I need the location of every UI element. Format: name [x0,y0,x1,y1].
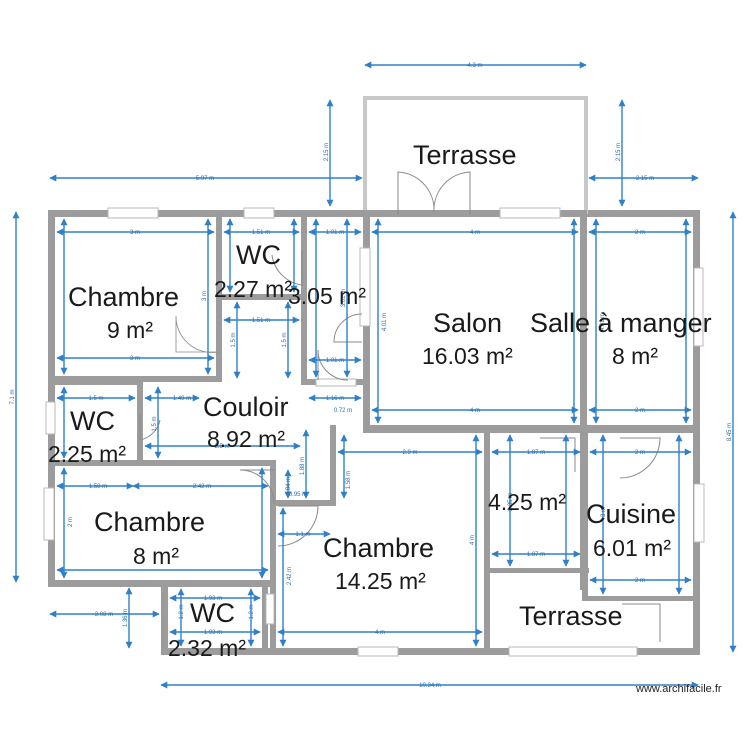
dim-couloir-w: 1.49 m [173,396,191,402]
salon-name: Salon [433,308,502,338]
salon-area: 16.03 m² [422,343,513,369]
dimension-labels: 4.3 m 5.97 m 2.15 m 2.15 m 2.15 m 7.1 m … [10,63,733,689]
cuisine-area: 6.01 m² [593,535,671,561]
dim-couloir-strip: 1.16 m [326,396,344,402]
dim-area305-h: 3.01 m [341,289,347,307]
area-305-value: 3.05 m² [288,283,366,309]
cuisine-name: Cuisine [586,499,676,529]
dimension-lines [12,61,737,689]
dim-sam-w: 2 m [635,230,645,236]
dim-chambre3-hl: 1.58 m [346,471,352,489]
dim-wc1-w: 1.51 m [252,230,270,236]
wc-3-name: WC [190,598,235,628]
terrasse-2-name: Terrasse [519,601,623,631]
dim-wc3-w-bottom: 1.93 m [204,630,222,636]
dim-chambre1-h: 3 m [202,291,208,301]
dim-corridor-b: 0.95 m [289,492,307,498]
dim-couloir-long: 2.5 m [214,444,229,450]
wc-2-name: WC [70,406,115,436]
dim-salon-w-bottom: 4 m [470,408,480,414]
dim-cuisine-w: 2 m [635,450,645,456]
dim-salon-w: 4 m [470,230,480,236]
dim-chambre3-w-bottom: 4 m [375,630,385,636]
dim-chambre3-h: 4 m [470,535,476,545]
dim-couloir-small: 0.72 m [334,408,352,414]
chambre-1-name: Chambre [68,282,179,312]
wc-1-name: WC [236,240,281,270]
dim-total-height-right: 8.45 m [727,423,733,441]
dim-chambre1-w: 3 m [130,230,140,236]
salle-a-manger-area: 8 m² [612,343,658,369]
dim-chambre3-h2: 2.42 m [287,567,293,585]
chambre-3-name: Chambre [323,533,434,563]
dim-cuisine-h: 3 m [601,507,607,517]
dim-total-height-left: 7.1 m [10,389,16,404]
dim-corridor-c: 1.88 m [300,457,306,475]
dim-area305-w: 1.01 m [326,230,344,236]
dim-wc3-h2: 1.2 m [249,604,255,619]
dim-couloir-h: 1.5 m [282,332,288,347]
wc-3-area: 2.32 m² [168,635,246,661]
dim-terrasse-depth-right: 2.15 m [616,143,622,161]
room-labels: Terrasse Chambre 9 m² WC 2.27 m² 3.05 m²… [48,140,712,661]
chambre-3-area: 14.25 m² [335,568,426,594]
dim-chambre2-w-left: 1.58 m [89,484,107,490]
dim-offset-bottom-left: 2.08 m [95,612,113,618]
dim-left-width: 5.97 m [196,176,214,182]
dim-salon-h: 4.01 m [382,313,388,331]
terrasse-1-name: Terrasse [413,140,517,170]
dim-wc1-h: 1.5 m [231,332,237,347]
chambre-2-area: 8 m² [133,543,179,569]
dim-chambre2-w-right: 2.42 m [193,484,211,490]
dim-terrasse-depth-left: 2.15 m [324,143,330,161]
dim-chambre3-w: 2.9 m [402,450,417,456]
couloir-name: Couloir [203,392,289,422]
wc-2-area: 2.25 m² [48,441,126,467]
dim-offset-small: 1.36 m [123,609,129,627]
dim-area305-w-bottom: 1.01 m [326,358,344,364]
dim-cuisine-w-bottom: 2 m [635,578,645,584]
credit-watermark: www.archifacile.fr [635,683,722,695]
dim-wc3-w: 1.93 m [204,596,222,602]
dim-corridor-a: 0.84 m [286,477,292,495]
dim-right-offset: 2.15 m [636,176,654,182]
dim-wc3-h: 1.2 m [179,604,185,619]
couloir-area: 8.92 m² [207,426,285,452]
salle-a-manger-name: Salle à manger [530,308,712,338]
dim-total-width: 10.34 m [419,683,441,689]
dim-wc2-w: 1.5 m [88,396,103,402]
dim-cellier-w-bottom: 1.87 m [527,552,545,558]
wc-1-area: 2.27 m² [214,276,292,302]
cellier-area: 4.25 m² [488,489,566,515]
dim-sam-h: 4.01 m [600,313,606,331]
chambre-2-name: Chambre [94,507,205,537]
chambre-1-area: 9 m² [107,317,153,343]
dim-terrasse-width: 4.3 m [467,63,482,69]
windows [43,207,705,657]
dim-wc2-h: 1.5 m [152,416,158,431]
dim-cellier-w: 1.87 m [527,450,545,456]
dim-chambre1-w-bottom: 3 m [130,356,140,362]
dim-wc1-w-mid: 1.51 m [252,318,270,324]
dim-sam-w-bottom: 2 m [635,408,645,414]
dim-chambre2-h: 2 m [68,517,74,527]
dim-chambre3-door: 1.1 m [295,532,310,538]
dim-cellier-h: 2.35 m [508,493,514,511]
